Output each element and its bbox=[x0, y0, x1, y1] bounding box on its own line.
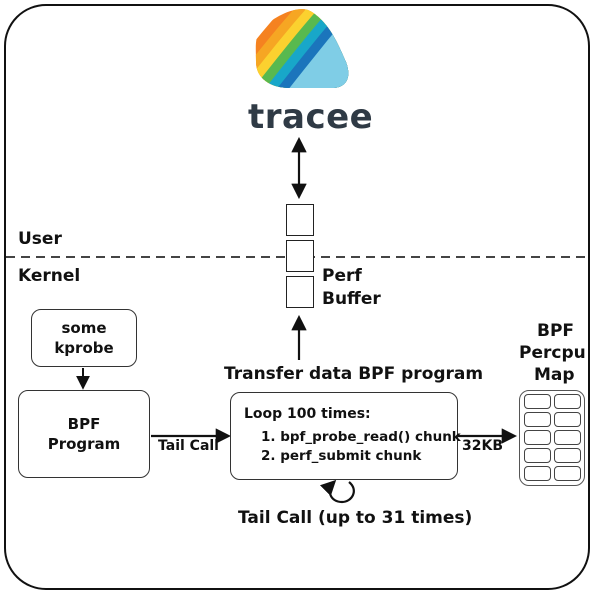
self-loop-arrow bbox=[319, 479, 355, 504]
perf-buffer-label: Buffer bbox=[322, 289, 381, 309]
tracee-wordmark: tracee bbox=[248, 97, 374, 137]
percpu-map-cell bbox=[524, 412, 551, 427]
perf-buffer-slot bbox=[286, 204, 314, 236]
self-loop-label: Tail Call (up to 31 times) bbox=[238, 508, 473, 528]
transfer-program-node: Loop 100 times: 1. bpf_probe_read() chun… bbox=[230, 392, 461, 480]
percpu-map-cell bbox=[524, 466, 551, 481]
perf-buffer-slot bbox=[286, 276, 314, 308]
bpf-program-node: BPF Program bbox=[18, 390, 150, 478]
loop-step-1: 1. bpf_probe_read() chunk bbox=[261, 429, 461, 445]
percpu-map-cell bbox=[554, 394, 581, 409]
perf-buffer-slot bbox=[286, 240, 314, 272]
percpu-map-cell bbox=[524, 430, 551, 445]
percpu-map-cell bbox=[524, 394, 551, 409]
diagram-frame bbox=[4, 4, 590, 590]
percpu-map-cell bbox=[554, 448, 581, 463]
percpu-map-cell bbox=[524, 448, 551, 463]
loop-title: Loop 100 times: bbox=[244, 406, 371, 422]
percpu-map-label: Percpu bbox=[519, 343, 586, 363]
tail-call-label: Tail Call bbox=[158, 438, 219, 454]
perf-buffer-label: Perf bbox=[322, 266, 362, 286]
percpu-map-cell bbox=[554, 412, 581, 427]
kernel-zone-label: Kernel bbox=[18, 266, 81, 286]
loop-step-2: 2. perf_submit chunk bbox=[261, 448, 422, 464]
percpu-map-grid bbox=[519, 390, 585, 486]
percpu-map-label: BPF bbox=[537, 321, 575, 341]
percpu-map-label: Map bbox=[534, 365, 575, 385]
kprobe-node: some kprobe bbox=[31, 309, 137, 367]
percpu-map-cell bbox=[554, 430, 581, 445]
chunk-size-label: 32KB bbox=[462, 438, 504, 454]
user-zone-label: User bbox=[18, 229, 62, 249]
transfer-program-title: Transfer data BPF program bbox=[224, 364, 484, 384]
percpu-map-cell bbox=[554, 466, 581, 481]
